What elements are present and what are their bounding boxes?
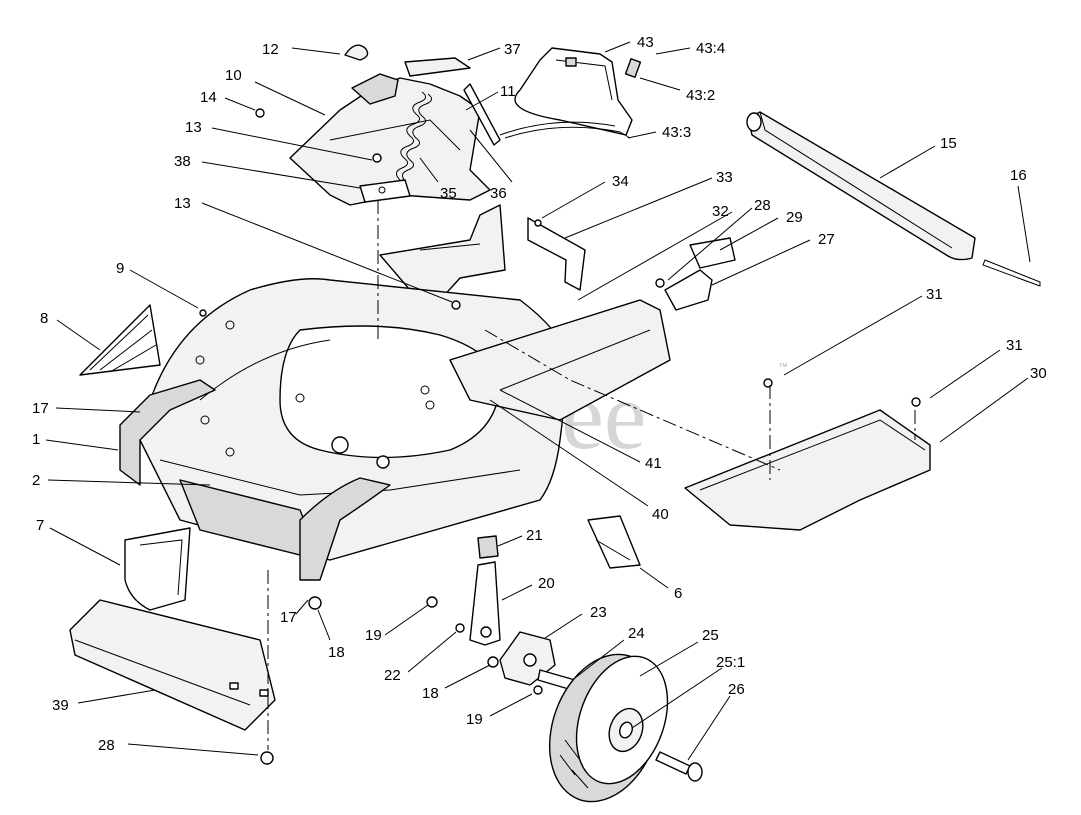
callout-8: 8 (40, 310, 48, 327)
watermark-trademark: ™ (778, 362, 788, 373)
part-15-handle-tube (746, 111, 976, 261)
callout-14: 14 (200, 89, 217, 106)
part-18-nut-a (308, 596, 322, 610)
callout-22: 22 (384, 667, 401, 684)
part-height-rail (449, 299, 671, 421)
part-21-clip (477, 535, 499, 559)
part-39-skirt (69, 599, 276, 731)
callout-31-a: 31 (926, 286, 943, 303)
callout-19-b: 19 (466, 711, 483, 728)
part-25-wheel (548, 653, 669, 803)
callout-28-b: 28 (98, 737, 115, 754)
callout-23: 23 (590, 604, 607, 621)
callout-34: 34 (612, 173, 629, 190)
part-20-bracket-plate (469, 561, 501, 646)
alignment-lines (267, 200, 916, 750)
part-27-bracket (664, 237, 736, 311)
callout-11: 11 (500, 83, 516, 100)
part-28-screw-a (655, 278, 665, 288)
callout-37: 37 (504, 41, 521, 58)
part-38-bracket (359, 179, 411, 203)
callout-40: 40 (652, 506, 669, 523)
leader-lines (45, 41, 1031, 761)
callout-19-a: 19 (365, 627, 382, 644)
callout-31-b: 31 (1006, 337, 1023, 354)
callout-43: 43 (637, 34, 654, 51)
callout-7: 7 (36, 517, 44, 534)
callout-13-b: 13 (174, 195, 191, 212)
callout-12: 12 (262, 41, 279, 58)
callout-25: 25 (702, 627, 719, 644)
part-7-deflector (124, 527, 191, 611)
part-13-screw-b (451, 300, 461, 310)
part-19-washer-a (426, 596, 438, 608)
callout-43-3: 43:3 (662, 124, 691, 141)
part-22-screw (455, 623, 465, 633)
callout-15: 15 (940, 135, 957, 152)
callout-16: 16 (1010, 167, 1027, 184)
callout-10: 10 (225, 67, 242, 84)
part-30-right-cover (684, 409, 931, 531)
callout-9: 9 (116, 260, 124, 277)
callout-2: 2 (32, 472, 40, 489)
callout-13-a: 13 (185, 119, 202, 136)
callout-17-a: 17 (32, 400, 49, 417)
callout-39: 39 (52, 697, 69, 714)
fasteners (199, 108, 921, 765)
part-17-bumper-right (299, 477, 391, 581)
callout-43-2: 43:2 (686, 87, 715, 104)
part-13-screw-a (372, 153, 382, 163)
part-rear-frame (379, 204, 506, 301)
callout-36: 36 (490, 185, 507, 202)
callout-1: 1 (32, 431, 40, 448)
callout-43-4: 43:4 (696, 40, 725, 57)
part-43-grass-bag (499, 47, 642, 139)
part-6-bracket (587, 515, 641, 569)
part-34-screw (534, 219, 542, 227)
callout-28-a: 28 (754, 197, 771, 214)
callout-labels: 12 37 43 43:4 10 14 43:2 11 13 43:3 15 3… (32, 34, 1047, 754)
callout-41: 41 (645, 455, 662, 472)
part-31-screw-a (763, 378, 773, 388)
part-16-rod (982, 259, 1041, 287)
callout-21: 21 (526, 527, 543, 544)
callout-33: 33 (716, 169, 733, 186)
part-18-nut-b (487, 656, 499, 668)
callout-30: 30 (1030, 365, 1047, 382)
callout-6: 6 (674, 585, 682, 602)
callout-25-1: 25:1 (716, 654, 745, 671)
part-31-screw-b (911, 397, 921, 407)
part-26-wheel-bolt (655, 751, 703, 782)
callout-18-a: 18 (328, 644, 345, 661)
callout-29: 29 (786, 209, 803, 226)
callout-27: 27 (818, 231, 835, 248)
part-2-mower-deck (139, 278, 571, 561)
callout-17-b: 17 (280, 609, 297, 626)
part-35-spring (396, 91, 432, 183)
part-19-washer-b (533, 685, 543, 695)
part-1-front-bumper (119, 379, 216, 486)
part-14-screw (255, 108, 265, 118)
part-12-clip (344, 44, 369, 61)
part-9-screw (199, 309, 207, 317)
callout-24: 24 (628, 625, 645, 642)
part-28-screw-b (260, 751, 274, 765)
callout-35: 35 (440, 185, 457, 202)
callout-26: 26 (728, 681, 745, 698)
callout-38: 38 (174, 153, 191, 170)
callout-32: 32 (712, 203, 729, 220)
callout-20: 20 (538, 575, 555, 592)
callout-18-b: 18 (422, 685, 439, 702)
part-10-rear-door (289, 57, 501, 206)
part-8-deflector (79, 304, 161, 376)
part-33-bracket (527, 217, 586, 291)
